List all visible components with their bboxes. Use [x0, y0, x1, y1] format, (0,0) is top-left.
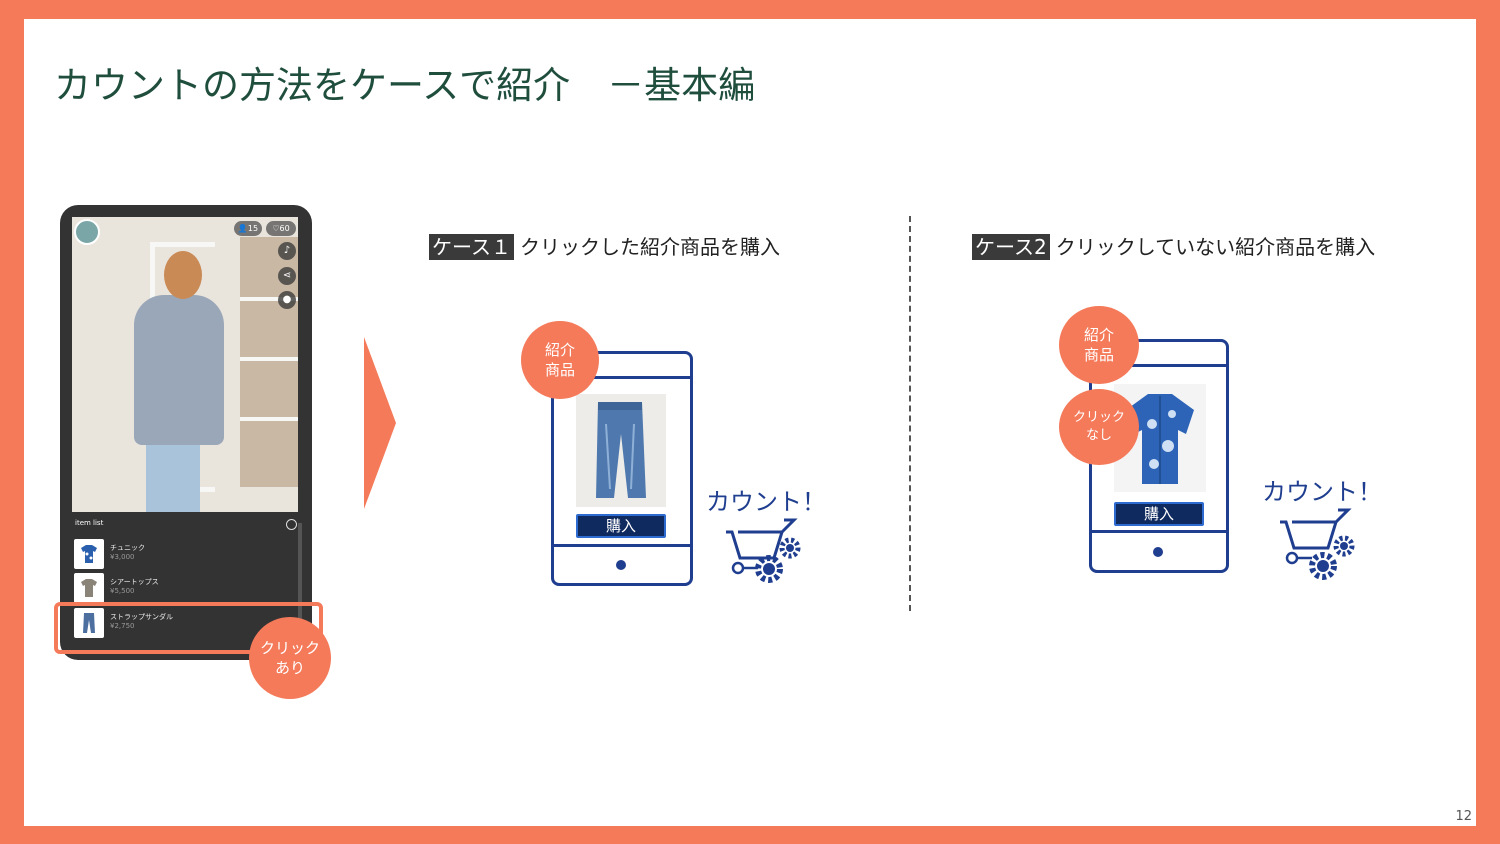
- cart-gear-icon: [724, 514, 806, 586]
- close-icon[interactable]: [286, 519, 297, 530]
- like-count: 60: [279, 224, 289, 233]
- item-name: シアートップス: [110, 577, 159, 587]
- shirt-thumbnail: [74, 539, 104, 569]
- case1-title: クリックした紹介商品を購入: [520, 235, 780, 259]
- item-price: ¥3,000: [110, 553, 135, 561]
- like-count-badge: ♡60: [266, 221, 296, 236]
- profile-icon[interactable]: ●: [278, 291, 296, 309]
- streamer-avatar[interactable]: [74, 219, 100, 245]
- page-number: 12: [1455, 809, 1472, 824]
- case1-buy-button[interactable]: 購入: [576, 514, 666, 538]
- top-thumbnail: [74, 573, 104, 603]
- case2-no-click-badge: クリックなし: [1059, 389, 1139, 465]
- sound-icon[interactable]: ♪: [278, 242, 296, 260]
- home-button: [1153, 547, 1163, 557]
- share-icon[interactable]: ⋖: [278, 267, 296, 285]
- jeans-image: [576, 394, 666, 507]
- viewer-count: 15: [248, 224, 258, 233]
- user-icon: 👤: [238, 224, 248, 233]
- case2-count-label: カウント！: [1262, 472, 1382, 507]
- dashed-divider: [909, 216, 911, 611]
- case1-count-label: カウント！: [706, 482, 826, 517]
- slide-title: カウントの方法をケースで紹介 －基本編: [54, 55, 755, 109]
- case2-tag: ケース2: [972, 234, 1050, 260]
- chevron-right-icon: [364, 337, 396, 509]
- phone-screenshot: 👤15 ♡60 ♪ ⋖ ● item list チュニック ¥3,000 シアー…: [60, 205, 312, 660]
- item-price: ¥5,500: [110, 587, 135, 595]
- item-name: チュニック: [110, 543, 145, 553]
- list-item[interactable]: チュニック ¥3,000: [74, 539, 294, 571]
- model-photo: [72, 217, 298, 512]
- list-item[interactable]: シアートップス ¥5,500: [74, 573, 294, 605]
- case2-buy-button[interactable]: 購入: [1114, 502, 1204, 526]
- cart-gear-icon: [1278, 504, 1360, 584]
- home-button: [616, 560, 626, 570]
- case1-tag: ケース１: [429, 234, 514, 260]
- item-list-label: item list: [75, 519, 103, 527]
- case1-product-badge: 紹介商品: [521, 321, 599, 399]
- slide: カウントの方法をケースで紹介 －基本編 👤15 ♡60 ♪ ⋖ ● item l…: [24, 19, 1476, 826]
- case2-product-badge: 紹介商品: [1059, 306, 1139, 384]
- viewer-count-badge: 👤15: [234, 221, 262, 236]
- click-yes-badge: クリックあり: [249, 617, 331, 699]
- case2-title: クリックしていない紹介商品を購入: [1056, 235, 1375, 259]
